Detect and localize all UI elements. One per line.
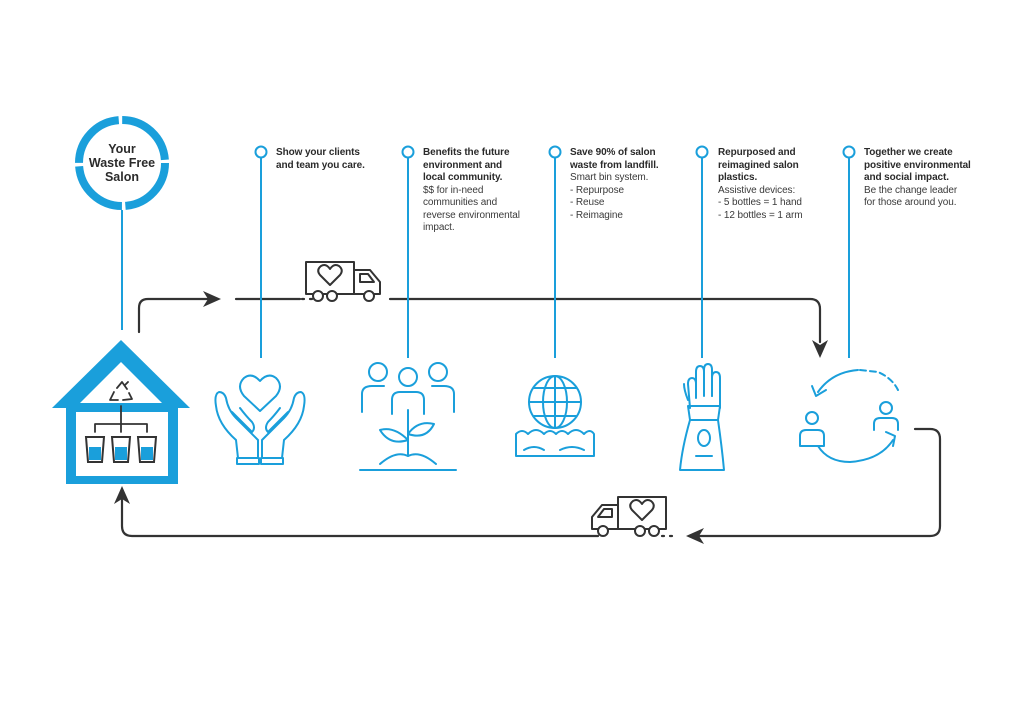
people-cycle-icon [799,369,899,463]
step-2-body-line: $$ for in-need [423,184,484,196]
step-3-body-line: - Reuse [570,197,605,208]
step-3-text: Save 90% of salon waste from landfill. S… [570,147,720,222]
delivery-truck-heart-icon-top [305,261,381,302]
step-5-heading-line: Together we create [864,147,953,158]
step-2-body-line: reverse environmental [423,209,520,221]
step-4-heading-line: reimagined salon [718,159,799,171]
step-1-heading-line: Show your clients [276,147,360,158]
hub-title-line: Waste Free [88,156,156,170]
globe-icon [515,375,595,457]
step-2-heading-line: Benefits the future [423,147,510,158]
step-3-heading-line: Save 90% of salon [570,147,656,158]
hands-heart-icon [214,374,306,465]
step-5-body-line: for those around you. [864,197,957,208]
step-2-text: Benefits the future environment and loca… [423,147,573,235]
step-2-heading-line: environment and [423,159,503,171]
step-4-heading-line: plastics. [718,172,758,183]
step-4-text: Repurposed and reimagined salon plastics… [718,147,868,222]
step-4-body-line: Assistive devices: [718,184,796,196]
top-flow-arrow-1 [203,291,221,307]
step-2-body-line: impact. [423,222,455,233]
step-connectors [254,145,856,358]
hub-title-line: Your [108,142,136,156]
prosthetic-arm-icon [679,363,725,471]
hub-ring [75,116,169,330]
step-2-body-line: communities and [423,197,498,208]
people-plant-icon [359,362,457,471]
return-flow-line-left [120,498,600,538]
top-flow-line-start [137,297,214,334]
step-3-body-line: Smart bin system. [570,172,649,183]
step-1-heading-line: and team you care. [276,159,365,171]
flow-lines [114,291,942,544]
return-flow-arrow-1 [686,528,704,544]
hub-title-line: Salon [104,170,140,184]
hub-title: Your Waste Free Salon [72,142,172,184]
step-1-text: Show your clients and team you care. [276,147,426,172]
step-5-text: Together we create positive environmenta… [864,147,1014,210]
step-4-body-line: - 5 bottles = 1 hand [718,197,802,208]
step-4-body-line: - 12 bottles = 1 arm [718,209,803,221]
step-2-heading-line: local community. [423,172,503,183]
return-flow-line-right [698,427,942,538]
top-flow-arrow-2 [812,340,828,358]
house-recycle-bins-icon [52,340,190,484]
step-3-body-line: - Reimagine [570,209,623,221]
step-3-body-line: - Repurpose [570,184,624,196]
step-5-heading-line: and social impact. [864,172,949,183]
step-5-heading-line: positive environmental [864,159,971,171]
delivery-truck-heart-icon-bottom [591,496,667,537]
step-3-heading-line: waste from landfill. [570,159,659,171]
top-flow-line-end [388,297,822,344]
step-5-body-line: Be the change leader [864,184,958,196]
step-4-heading-line: Repurposed and [718,147,796,158]
return-flow-arrow-2 [114,486,130,504]
